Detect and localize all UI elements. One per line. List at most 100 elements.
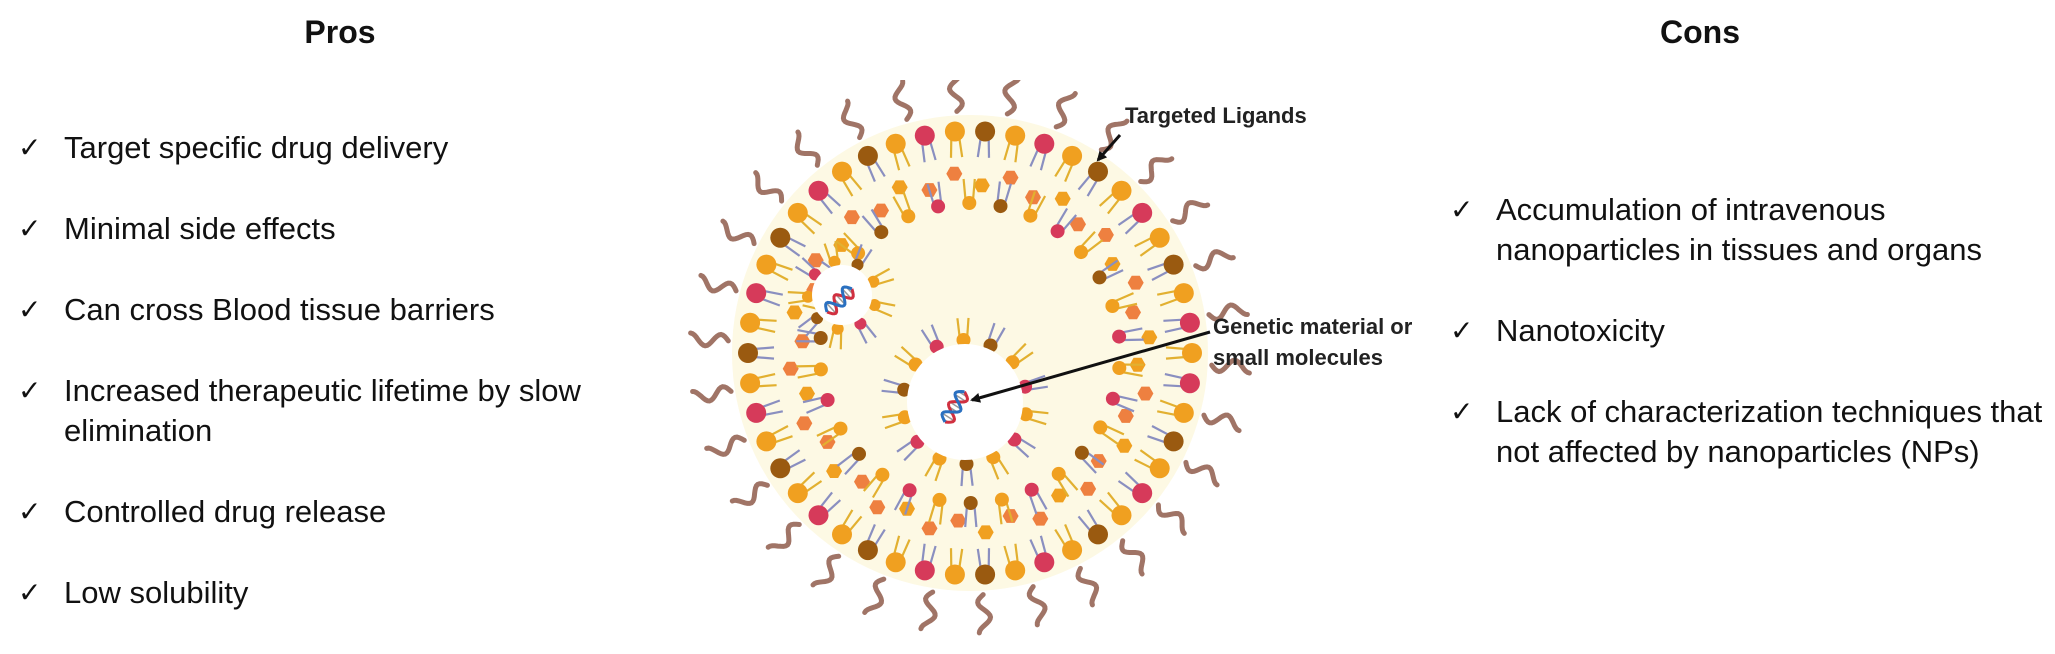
- lipid-head: [1005, 560, 1025, 580]
- lipid-head: [1052, 467, 1066, 481]
- ligand-strand: [1101, 121, 1127, 150]
- list-item-text: Increased therapeutic lifetime by slow e…: [64, 371, 640, 451]
- lipid-head: [964, 496, 978, 510]
- lipid-head: [994, 199, 1008, 213]
- ligand-strand: [1029, 587, 1045, 625]
- lipid-head: [886, 552, 906, 572]
- ligand-strand: [813, 556, 839, 585]
- lipid-head: [756, 431, 776, 451]
- checkmark-icon: ✓: [0, 573, 64, 613]
- lipid-head: [809, 181, 829, 201]
- lipid-head: [874, 225, 888, 239]
- lipid-head: [852, 447, 866, 461]
- ligand-strand: [1078, 568, 1097, 605]
- lipid-head: [788, 203, 808, 223]
- lipid-head: [809, 505, 829, 525]
- lipid-head: [1164, 255, 1184, 275]
- checkmark-icon: ✓: [1432, 392, 1496, 432]
- lipid-head: [1132, 483, 1152, 503]
- lipid-head: [915, 560, 935, 580]
- list-item: ✓Nanotoxicity: [1432, 311, 2052, 351]
- ligand-strand: [1122, 541, 1143, 574]
- lipid-head: [1074, 245, 1088, 259]
- lipid-head: [1182, 343, 1202, 363]
- lipid-head: [788, 483, 808, 503]
- list-item: ✓Increased therapeutic lifetime by slow …: [0, 371, 640, 451]
- ligand-strand: [693, 387, 732, 401]
- lipid-head: [1034, 552, 1054, 572]
- checkmark-icon: ✓: [0, 209, 64, 249]
- lipid-head: [1088, 524, 1108, 544]
- lipid-head: [1062, 146, 1082, 166]
- lipid-head: [1164, 431, 1184, 451]
- lipid-head: [1093, 270, 1107, 284]
- ligand-strand: [707, 437, 745, 454]
- ligand-strand: [1196, 252, 1234, 269]
- list-item-text: Target specific drug delivery: [64, 128, 640, 168]
- lipid-head: [832, 524, 852, 544]
- list-item: ✓Minimal side effects: [0, 209, 640, 249]
- lipid-head: [858, 146, 878, 166]
- ligand-strand: [843, 101, 862, 138]
- lipid-head: [746, 283, 766, 303]
- ligand-strand: [1186, 462, 1217, 485]
- ligand-strand: [1005, 80, 1019, 114]
- lipid-head: [975, 565, 995, 585]
- ligand-strand: [1158, 505, 1184, 534]
- lipid-head: [814, 362, 828, 376]
- list-item-text: Nanotoxicity: [1496, 311, 2052, 351]
- ligand-strand: [1173, 203, 1208, 223]
- list-item: ✓Target specific drug delivery: [0, 128, 640, 168]
- ligand-strand: [921, 592, 935, 629]
- list-item: ✓Low solubility: [0, 573, 640, 613]
- lipid-head: [1112, 330, 1126, 344]
- list-item: ✓Can cross Blood tissue barriers: [0, 290, 640, 330]
- ligand-strand: [865, 579, 884, 612]
- list-item-text: Controlled drug release: [64, 492, 640, 532]
- lipid-head: [1174, 403, 1194, 423]
- list-item-text: Lack of characterization techniques that…: [1496, 392, 2052, 472]
- lipid-head: [738, 343, 758, 363]
- lipid-head: [901, 209, 915, 223]
- lipid-head: [933, 493, 947, 507]
- ligand-strand: [1204, 415, 1239, 431]
- ligand-strand: [1056, 94, 1075, 127]
- lipid-head: [875, 468, 889, 482]
- list-item-text: Accumulation of intravenous nanoparticle…: [1496, 190, 2052, 270]
- lipid-head: [1180, 313, 1200, 333]
- lipid-head: [832, 162, 852, 182]
- lipid-head: [1112, 181, 1132, 201]
- ligand-strand: [978, 595, 991, 633]
- lipid-head: [740, 373, 760, 393]
- lipid-head: [834, 422, 848, 436]
- lipid-head: [1105, 299, 1119, 313]
- lipid-head: [1062, 540, 1082, 560]
- pros-list: ✓Target specific drug delivery ✓Minimal …: [0, 128, 640, 654]
- list-item: ✓Lack of characterization techniques tha…: [1432, 392, 2052, 472]
- ligand-strand: [701, 275, 736, 291]
- ligand-strand: [723, 221, 754, 244]
- lipid-head: [746, 403, 766, 423]
- checkmark-icon: ✓: [0, 371, 64, 411]
- lipid-head: [962, 196, 976, 210]
- checkmark-icon: ✓: [0, 290, 64, 330]
- list-item-text: Can cross Blood tissue barriers: [64, 290, 640, 330]
- lipid-head: [915, 126, 935, 146]
- ligand-strand: [756, 173, 782, 202]
- lipid-head: [1025, 483, 1039, 497]
- lipid-head: [756, 255, 776, 275]
- lipid-head: [945, 122, 965, 142]
- lipid-head: [1034, 134, 1054, 154]
- lipid-head: [1112, 361, 1126, 375]
- ligand-strand: [950, 80, 963, 111]
- ligand-strand: [732, 484, 767, 504]
- ligand-strand: [1141, 159, 1172, 182]
- lipid-head: [1174, 283, 1194, 303]
- lipid-head: [1150, 458, 1170, 478]
- list-item: ✓Controlled drug release: [0, 492, 640, 532]
- lipid-head: [931, 199, 945, 213]
- lipid-head: [770, 458, 790, 478]
- checkmark-icon: ✓: [0, 128, 64, 168]
- lipid-head: [1051, 224, 1065, 238]
- lipid-head: [1132, 203, 1152, 223]
